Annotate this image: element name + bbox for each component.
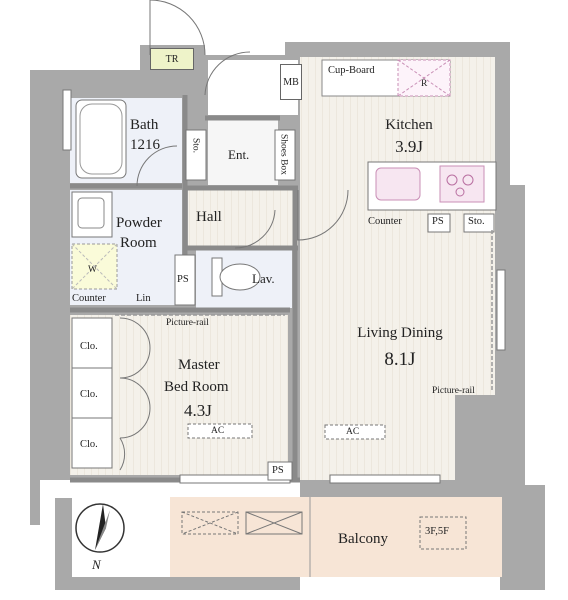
door-swings — [119, 0, 349, 471]
powder-room-label-2: Room — [120, 235, 157, 251]
washer-space — [71, 243, 118, 290]
kitchen-size: 3.9J — [395, 137, 423, 156]
bottom-ps-label: PS — [272, 465, 284, 476]
closet-3-label: Clo. — [80, 439, 98, 450]
evacuation-hatch-label: 3F,5F — [425, 526, 449, 537]
powder-sink — [71, 191, 113, 238]
kitchen-ps-label: PS — [432, 216, 444, 227]
picture-rails — [115, 230, 493, 390]
bathtub — [75, 99, 127, 179]
kitchen-label: Kitchen — [385, 117, 433, 133]
living-ac-label: AC — [346, 427, 360, 437]
bath-label: Bath — [130, 117, 159, 133]
hall-label: Hall — [196, 209, 222, 225]
lav-ps-label: PS — [177, 274, 189, 285]
kitchen-counter-label: Counter — [368, 216, 402, 227]
balcony-fixtures — [181, 497, 467, 577]
entrance-label: Ent. — [228, 147, 250, 162]
powder-room-label-1: Powder — [116, 215, 162, 231]
closet-2-label: Clo. — [80, 389, 98, 400]
linen-label: Lin — [136, 293, 151, 304]
cupboard — [321, 59, 451, 97]
master-bedroom-label-1: Master — [178, 357, 220, 373]
ac-units — [187, 423, 386, 440]
master-bedroom-size: 4.3J — [184, 401, 212, 420]
bedroom-ac-label: AC — [211, 426, 225, 436]
kitchen-storage-label: Sto. — [468, 216, 485, 227]
kitchen-counter — [367, 161, 497, 211]
washer-label: W — [88, 265, 97, 275]
pipe-spaces — [174, 213, 495, 481]
trunk-room-box: TR — [150, 48, 194, 70]
bedroom-picture-rail-label: Picture-rail — [166, 318, 209, 328]
living-dining-size: 8.1J — [384, 349, 416, 370]
shoes-box-label: Shoes Box — [278, 134, 289, 175]
closet-1-label: Clo. — [80, 341, 98, 352]
master-bedroom-label-2: Bed Room — [164, 379, 229, 395]
compass-north-label: N — [92, 557, 101, 572]
cupboard-label: Cup-Board — [328, 65, 375, 76]
compass — [75, 503, 125, 553]
bath-size: 1216 — [130, 137, 160, 153]
balcony-label: Balcony — [338, 531, 388, 547]
entrance-storage-label: Sto. — [190, 138, 201, 154]
living-dining-label: Living Dining — [357, 325, 443, 341]
entrance-storage — [185, 129, 296, 181]
refrigerator-label: R — [421, 79, 428, 89]
lavatory-label: Lav. — [252, 271, 275, 286]
meter-box: MB — [280, 64, 302, 100]
toilet — [211, 257, 261, 297]
powder-counter-label: Counter — [72, 293, 106, 304]
closets — [71, 317, 113, 469]
living-picture-rail-label: Picture-rail — [432, 386, 475, 396]
